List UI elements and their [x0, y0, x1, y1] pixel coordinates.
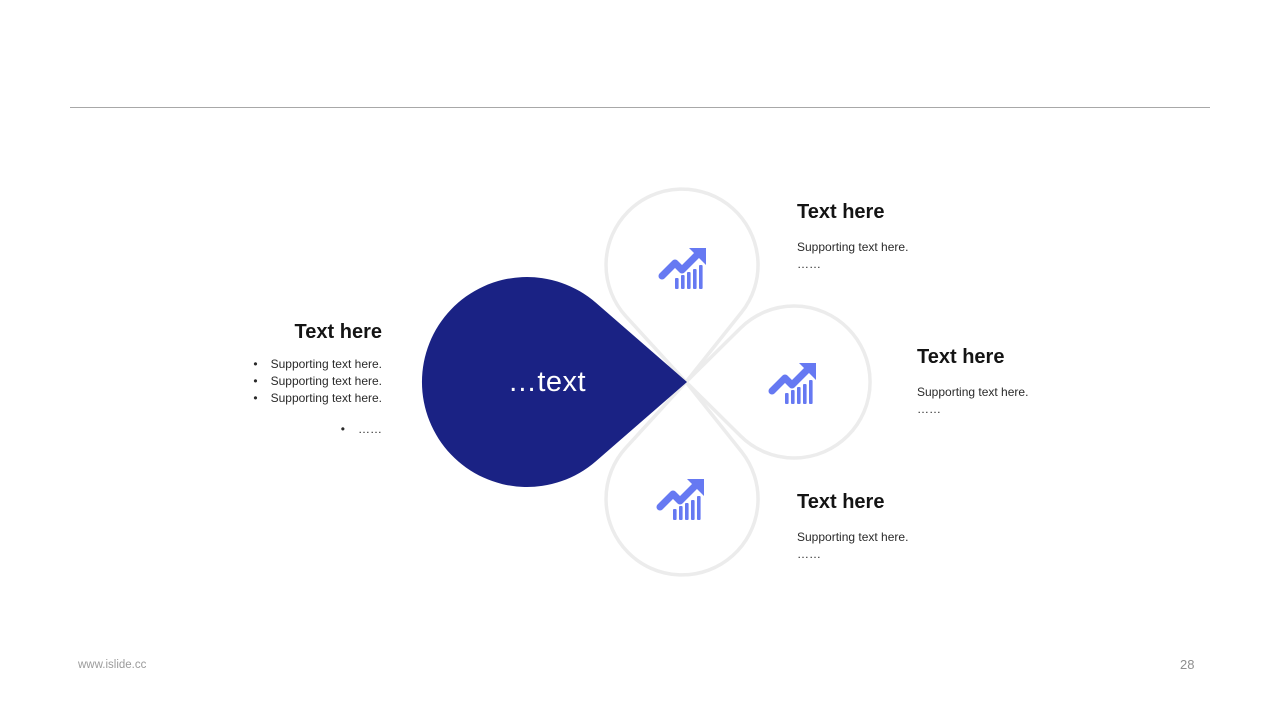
left-block-title: Text here [294, 321, 382, 343]
ellipsis-text: …… [917, 402, 941, 416]
ellipsis-text: …… [797, 257, 821, 271]
bullet-text: Supporting text here. [270, 374, 382, 388]
ellipsis-text: …… [797, 547, 821, 561]
bullet-text: Supporting text here. [270, 357, 382, 371]
bullet-line-more: • …… [152, 421, 382, 438]
ellipsis-text: …… [358, 422, 382, 436]
center-petal [421, 277, 687, 487]
trend-chart-icon [662, 248, 706, 289]
bullet-line: • Supporting text here. [152, 356, 382, 373]
bullet-line: • Supporting text here. [152, 390, 382, 407]
trend-chart-icon [772, 363, 816, 404]
block-title: Text here [797, 201, 885, 223]
supporting-text: Supporting text here. [797, 530, 909, 544]
trend-chart-icon [660, 479, 704, 520]
right-text-block-top: Text here Supporting text here. …… [797, 201, 1047, 273]
bullet-icon: • [253, 374, 258, 388]
bullet-icon: • [253, 391, 258, 405]
page-number: 28 [1180, 657, 1195, 672]
supporting-text: Supporting text here. [797, 240, 909, 254]
bullet-line: • Supporting text here. [152, 373, 382, 390]
left-text-block: Text here • Supporting text here. • Suppor… [152, 321, 382, 438]
supporting-text: Supporting text here. [917, 385, 1029, 399]
bullet-icon: • [253, 357, 258, 371]
bullet-icon: • [340, 422, 345, 436]
top-rule-divider [70, 107, 1210, 108]
block-title: Text here [917, 346, 1005, 368]
bullet-text: Supporting text here. [270, 391, 382, 405]
right-text-block-middle: Text here Supporting text here. …… [917, 346, 1167, 418]
block-title: Text here [797, 491, 885, 513]
footer-url: www.islide.cc [78, 659, 147, 671]
petal-bottom [604, 379, 760, 577]
petal-top [604, 187, 760, 385]
right-text-block-bottom: Text here Supporting text here. …… [797, 491, 1047, 563]
center-petal-label: …text [507, 366, 587, 398]
petal-right [683, 304, 872, 460]
